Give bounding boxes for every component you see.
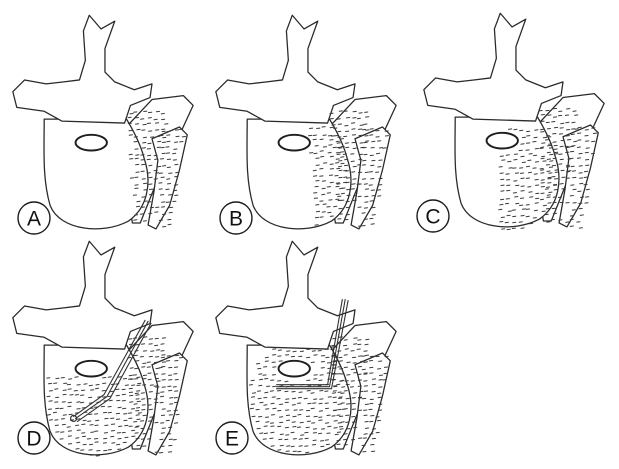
panel-label-a: A	[18, 202, 50, 234]
panel-label-e: E	[216, 422, 248, 454]
panel-label-b: B	[220, 202, 252, 234]
vertebra-outline	[216, 241, 396, 455]
panel-label-d: D	[18, 422, 50, 454]
label-text: C	[425, 206, 440, 229]
panels-layer: A B C D E	[13, 13, 604, 456]
label-text: A	[27, 208, 41, 231]
panel-d: D	[13, 241, 193, 456]
label-text: D	[26, 428, 41, 451]
label-text: E	[225, 428, 239, 451]
vertebra-outline	[216, 15, 396, 229]
panel-c: C	[417, 13, 604, 232]
vertebra-outline	[13, 15, 193, 229]
label-text: B	[229, 208, 243, 231]
panel-label-c: C	[417, 200, 449, 232]
panel-b: B	[216, 15, 396, 234]
panel-e: E	[216, 241, 396, 455]
panel-a: A	[13, 15, 193, 234]
vertebra-outline	[424, 13, 604, 227]
